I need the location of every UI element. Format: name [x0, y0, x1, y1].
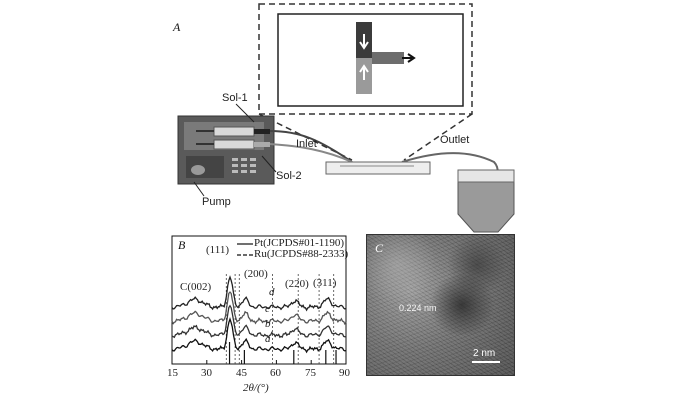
x-tick-15: 15 [167, 367, 178, 379]
xrd-plot-frame [171, 235, 347, 365]
arrow-down-icon [359, 34, 369, 50]
x-axis-label: 2θ/(°) [243, 382, 269, 394]
curve-label-d: d [269, 286, 275, 298]
peak-label-311: (311) [313, 277, 337, 289]
zoom-connector-right [403, 113, 473, 161]
legend-pt: Pt(JCPDS#01-1190) [254, 237, 345, 249]
tube-sol2 [269, 143, 353, 163]
microchip [325, 161, 431, 175]
label-inlet: Inlet [296, 138, 317, 150]
peak-label-220: (220) [285, 278, 309, 290]
d-spacing-label: 0.224 nm [399, 303, 437, 313]
label-outlet: Outlet [440, 134, 470, 146]
scale-bar-label: 2 nm [473, 348, 496, 359]
sol1-pointer [235, 103, 255, 123]
tem-image: C 0.224 nm 2 nm [366, 234, 515, 376]
xrd-curve-d [171, 275, 347, 312]
sol2-pointer [261, 155, 277, 173]
peak-label-c002: C(002) [180, 281, 212, 293]
legend-ru: Ru(JCPDS#88-2333) [254, 248, 349, 260]
x-tick-30: 30 [201, 367, 212, 379]
x-tick-75: 75 [305, 367, 316, 379]
x-tick-90: 90 [339, 367, 350, 379]
label-sol1: Sol-1 [222, 92, 248, 104]
x-tick-45: 45 [236, 367, 247, 379]
tube-sol1 [269, 130, 353, 163]
xrd-curve-a [171, 317, 347, 354]
xrd-curve-b [171, 304, 347, 339]
xrd-curve-c [171, 291, 347, 326]
label-pump: Pump [202, 196, 231, 208]
pump-pointer [193, 181, 205, 197]
peak-label-111: (111) [206, 244, 230, 256]
panel-b-letter: B [178, 238, 186, 252]
x-tick-60: 60 [270, 367, 281, 379]
panel-c-letter: C [375, 241, 384, 255]
arrow-right-icon [402, 53, 416, 63]
peak-label-200: (200) [244, 268, 268, 280]
zoom-box [258, 3, 473, 115]
curve-label-c: c [265, 303, 270, 315]
label-sol2: Sol-2 [276, 170, 302, 182]
panel-a-letter: A [173, 20, 181, 34]
arrow-up-icon [359, 64, 369, 80]
scale-bar [472, 361, 500, 363]
curve-label-b: b [265, 318, 271, 330]
channel-outlet [372, 52, 404, 64]
curve-label-a: a [265, 333, 271, 345]
